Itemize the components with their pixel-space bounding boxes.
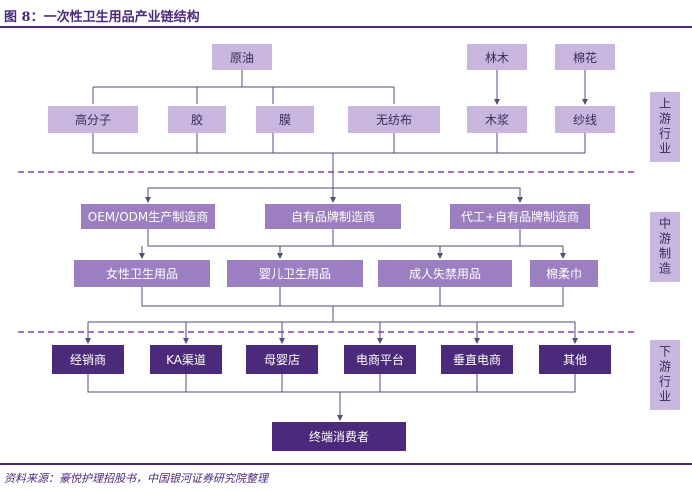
stage-downstream: 下游行业 (650, 340, 680, 410)
connector-products-bus (147, 229, 563, 247)
connector-materials-bus (92, 133, 586, 188)
maker-own-brand: 自有品牌制造商 (265, 204, 401, 229)
material-film: 膜 (256, 106, 314, 133)
stage-upstream: 上游行业 (650, 92, 680, 162)
raw-cotton: 棉花 (555, 44, 615, 70)
source-note: 资料来源：豪悦护理招股书，中国银河证券研究院整理 (4, 472, 268, 485)
material-glue: 胶 (168, 106, 226, 133)
maker-oem-plus-own-brand: 代工+自有品牌制造商 (450, 204, 590, 229)
material-polymer: 高分子 (48, 106, 138, 133)
connector-consumer-bus (87, 374, 576, 393)
product-cotton-towel: 棉柔巾 (530, 260, 598, 287)
channel-distributor: 经销商 (52, 345, 124, 374)
product-feminine-care: 女性卫生用品 (74, 260, 210, 287)
raw-crude-oil: 原油 (212, 44, 272, 70)
connector-makers-bus (147, 187, 521, 202)
channel-maternity-store: 母婴店 (246, 345, 318, 374)
channel-ka: KA渠道 (150, 345, 222, 374)
material-yarn: 纱线 (555, 106, 615, 133)
stage-midstream: 中游制造 (650, 212, 680, 282)
material-nonwoven: 无纺布 (348, 106, 440, 133)
raw-timber: 林木 (467, 44, 527, 70)
channel-other: 其他 (539, 345, 611, 374)
channel-ecommerce-platform: 电商平台 (344, 345, 416, 374)
connector-channels-bus (88, 287, 575, 323)
footer-rule (0, 463, 692, 465)
product-baby-care: 婴儿卫生用品 (227, 260, 363, 287)
channel-vertical-ecommerce: 垂直电商 (441, 345, 513, 374)
product-adult-incontinence: 成人失禁用品 (378, 260, 512, 287)
connector-crude (92, 70, 395, 104)
figure-title: 图 8：一次性卫生用品产业链结构 (4, 10, 200, 25)
material-pulp: 木浆 (467, 106, 527, 133)
title-rule (0, 26, 692, 28)
end-consumer: 终端消费者 (272, 422, 406, 451)
maker-oem-odm: OEM/ODM生产制造商 (81, 204, 215, 229)
